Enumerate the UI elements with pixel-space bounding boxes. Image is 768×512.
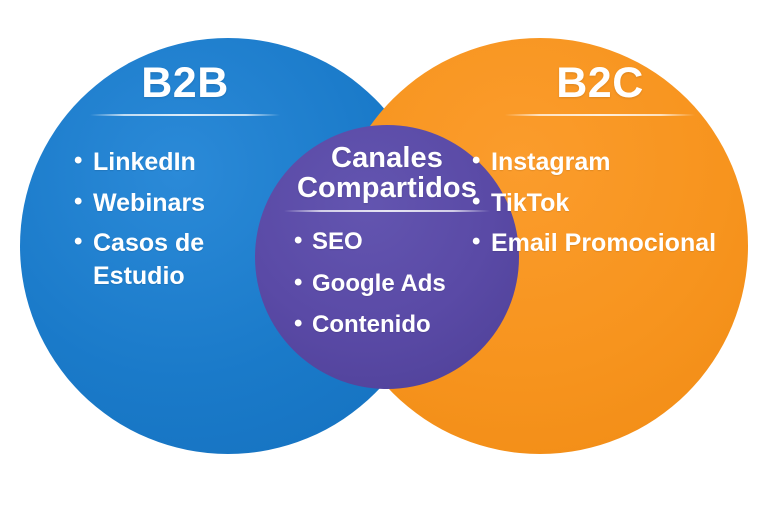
list-item: Google Ads [294, 266, 512, 299]
list-item: TikTok [472, 186, 748, 220]
b2c-title: B2C [556, 59, 644, 107]
shared-channels-panel: Canales Compartidos SEO Google Ads Conte… [262, 143, 512, 350]
list-item: Instagram [472, 145, 748, 179]
list-item: Casos de Estudio [74, 226, 310, 292]
b2b-list: LinkedIn Webinars Casos de Estudio [74, 145, 310, 292]
shared-title-divider [284, 210, 490, 213]
b2b-list-wrap: LinkedIn Webinars Casos de Estudio [60, 145, 310, 292]
b2c-list: Instagram TikTok Email Promocional [472, 145, 748, 260]
shared-title-line2: Compartidos [297, 172, 477, 205]
b2b-panel: B2B LinkedIn Webinars Casos de Estudio [60, 62, 310, 292]
list-item: SEO [294, 225, 512, 257]
shared-list: SEO Google Ads Contenido [294, 225, 512, 340]
list-item: Email Promocional [472, 226, 748, 260]
list-item: LinkedIn [74, 145, 310, 179]
b2c-title-divider [505, 114, 695, 116]
list-item: Webinars [74, 186, 310, 220]
b2b-title-divider [90, 114, 280, 116]
shared-list-wrap: SEO Google Ads Contenido [262, 225, 512, 340]
list-item: Contenido [294, 308, 512, 340]
b2b-title: B2B [141, 59, 229, 107]
shared-title-line1: Canales [331, 142, 443, 174]
